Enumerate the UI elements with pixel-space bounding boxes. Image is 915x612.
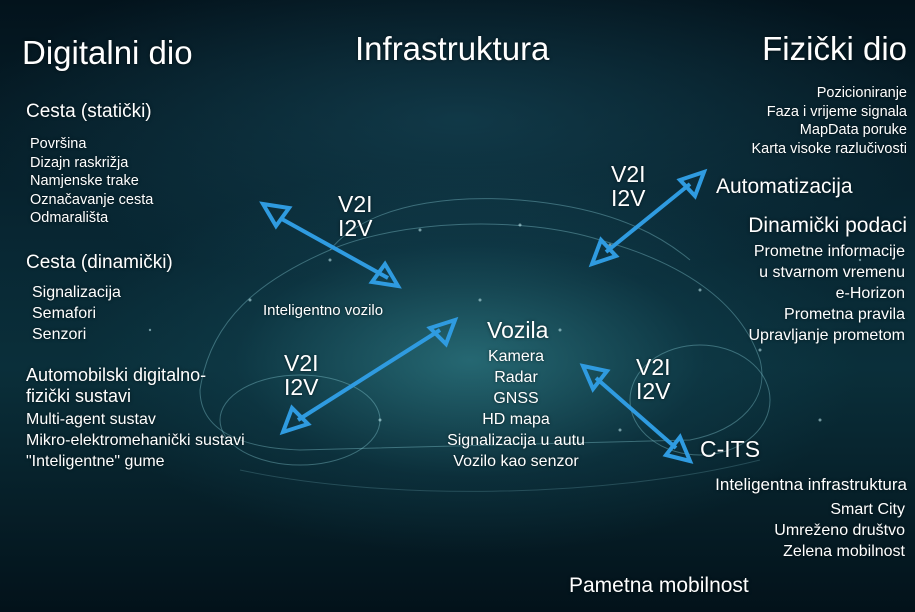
list-item: Prometne informacije: [753, 243, 905, 260]
arrow-line-mid-right: [594, 376, 678, 450]
list-item: Prometna pravila: [784, 306, 905, 323]
arrowhead-top-right: [676, 168, 708, 200]
cesta-dinamicki-list: Signalizacija Semafori Senzori: [32, 282, 121, 345]
cesta-staticki-list: Površina Dizajn raskrižja Namjenske trak…: [30, 135, 153, 228]
i2v-text: I2V: [636, 378, 671, 404]
pametna-mobilnost-label: Pametna mobilnost: [569, 574, 749, 597]
vozila-list: Kamera Radar GNSS HD mapa Signalizacija …: [436, 346, 596, 472]
list-item: Kamera: [487, 348, 545, 365]
arrowhead-top-left-inner: [368, 260, 402, 289]
arrow-line-top-right: [604, 182, 692, 254]
cesta-staticki-title: Cesta (statički): [26, 101, 152, 122]
list-item: Odmarališta: [30, 210, 109, 226]
cits-list: Smart City Umreženo društvo Zelena mobil…: [774, 499, 905, 562]
cesta-dinamicki-title: Cesta (dinamički): [26, 252, 173, 273]
automobilski-title-line2: fizički sustavi: [26, 386, 132, 406]
automobilski-title: Automobilski digitalno- fizički sustavi: [26, 365, 206, 407]
list-item: Namjenske trake: [30, 173, 139, 189]
v2i-label-top-left: V2I I2V: [338, 192, 373, 240]
list-item: Smart City: [830, 501, 905, 518]
dinamicki-podaci-title: Dinamički podaci: [748, 214, 907, 237]
v2i-text: V2I: [636, 354, 671, 380]
list-item: Dizajn raskrižja: [30, 154, 129, 171]
list-item: Karta visoke razlučivosti: [751, 140, 907, 157]
automatizacija-label: Automatizacija: [716, 175, 853, 198]
list-item: Umreženo društvo: [774, 522, 905, 539]
list-item: MapData poruke: [799, 122, 907, 138]
header-infrastruktura: Infrastruktura: [355, 30, 550, 67]
header-digitalni-dio: Digitalni dio: [22, 34, 193, 71]
list-item: "Inteligentne" gume: [26, 453, 165, 470]
list-item: Faza i vrijeme signala: [766, 103, 907, 120]
inteligentno-vozilo-label: Inteligentno vozilo: [263, 302, 384, 319]
arrowhead-top-right-inner: [588, 236, 620, 268]
cits-subtitle: Inteligentna infrastruktura: [715, 475, 907, 494]
automobilski-list: Multi-agent sustav Mikro-elektromehaničk…: [26, 409, 245, 472]
arrowhead-mid-left-outer: [279, 404, 312, 436]
v2i-label-mid-left: V2I I2V: [284, 351, 319, 399]
list-item: HD mapa: [482, 411, 550, 428]
arrow-line-top-left: [279, 216, 389, 280]
v2i-label-top-right: V2I I2V: [611, 162, 646, 210]
list-item: e-Horizon: [835, 285, 905, 302]
list-item: Mikro-elektromehanički sustavi: [26, 432, 245, 449]
header-fizicki-dio: Fizički dio: [762, 30, 907, 67]
cits-title: C-ITS: [700, 436, 761, 462]
list-item: Signalizacija u autu: [447, 432, 585, 449]
arrowhead-mid-left-inner: [426, 316, 459, 348]
vozila-title: Vozila: [487, 317, 549, 343]
list-item: Vozilo kao senzor: [453, 453, 579, 470]
automobilski-title-line1: Automobilski digitalno-: [26, 365, 207, 385]
list-item: Senzori: [32, 326, 87, 343]
v2i-text: V2I: [338, 191, 373, 217]
list-item: Multi-agent sustav: [26, 411, 156, 428]
v2i-label-mid-right: V2I I2V: [636, 355, 671, 403]
i2v-text: I2V: [338, 215, 373, 241]
arrowhead-mid-right-outer: [662, 433, 694, 464]
arrowhead-top-left: [259, 201, 293, 230]
i2v-text: I2V: [611, 185, 646, 211]
list-item: Označavanje cesta: [30, 191, 154, 208]
list-item: Radar: [494, 369, 538, 386]
v2i-text: V2I: [284, 350, 319, 376]
list-item: u stvarnom vremenu: [759, 264, 905, 281]
list-item: GNSS: [493, 390, 539, 407]
arrowhead-mid-right-inner: [579, 363, 611, 393]
list-item: Semafori: [32, 305, 97, 322]
arrow-line-mid-left: [296, 328, 442, 422]
list-item: Pozicioniranje: [816, 85, 907, 101]
list-item: Površina: [30, 136, 87, 152]
top-right-list: Pozicioniranje Faza i vrijeme signala Ma…: [751, 84, 907, 158]
list-item: Upravljanje prometom: [748, 327, 905, 344]
list-item: Zelena mobilnost: [783, 543, 905, 560]
list-item: Signalizacija: [32, 284, 121, 301]
v2i-text: V2I: [611, 161, 646, 187]
dinamicki-podaci-list: Prometne informacije u stvarnom vremenu …: [748, 241, 905, 346]
i2v-text: I2V: [284, 374, 319, 400]
